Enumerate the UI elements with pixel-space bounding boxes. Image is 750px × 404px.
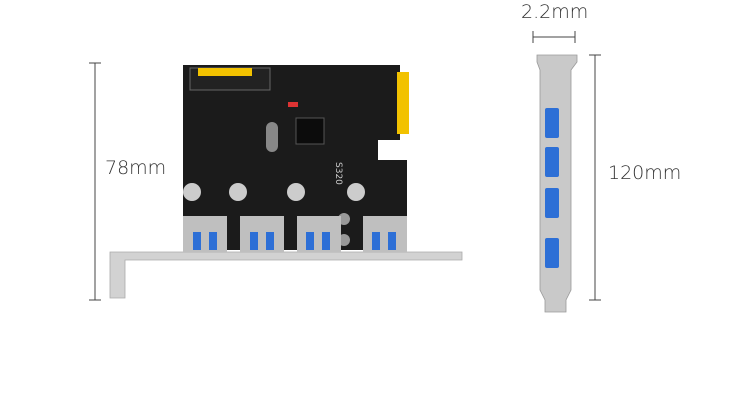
pcie-gold-fingers bbox=[397, 72, 409, 134]
chip-marking: S320 bbox=[333, 162, 343, 185]
usb-port bbox=[240, 216, 284, 252]
usb-port bbox=[183, 216, 227, 252]
thickness-label: 2.2mm bbox=[521, 1, 589, 23]
usb-ports bbox=[183, 216, 407, 252]
length-label: 120mm bbox=[608, 162, 682, 184]
pcb-board: S320 bbox=[183, 65, 409, 250]
crystal bbox=[266, 122, 278, 152]
length-dimension-line bbox=[589, 54, 601, 301]
usb-port bbox=[297, 216, 341, 252]
thickness-dimension-line bbox=[532, 31, 576, 43]
capacitors bbox=[183, 183, 365, 201]
bracket-front-view bbox=[536, 54, 578, 313]
bracket-usb-openings bbox=[545, 108, 559, 268]
height-dimension-line bbox=[89, 62, 101, 301]
controller-chip bbox=[295, 117, 325, 145]
height-label: 78mm bbox=[105, 157, 167, 179]
usb-port bbox=[363, 216, 407, 252]
bracket-side-view bbox=[109, 251, 463, 299]
